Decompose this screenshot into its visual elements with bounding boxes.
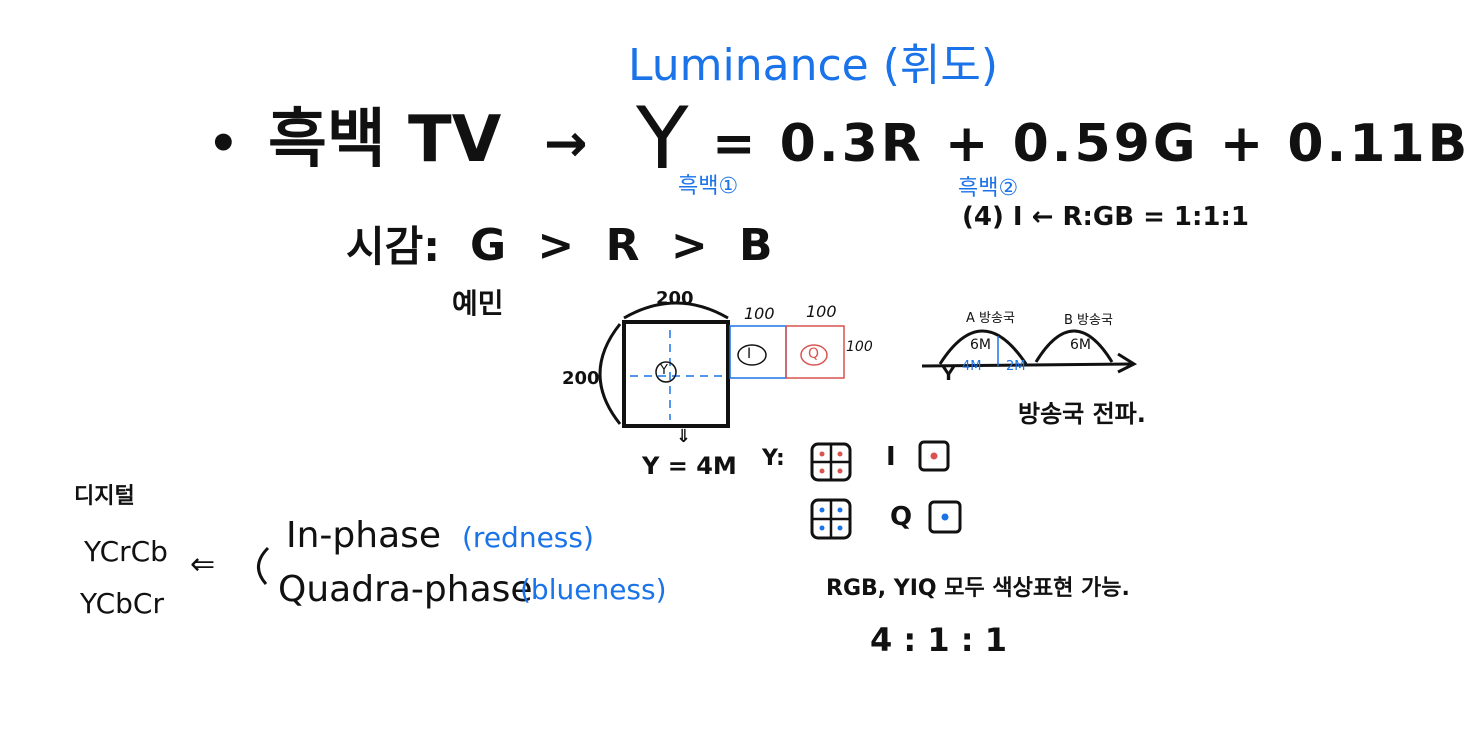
spectrum-arrowhead (1117, 352, 1138, 374)
dim-left: 200 (562, 368, 600, 389)
quadra-note: (blueness) (520, 573, 667, 606)
top-dimension-arc (623, 301, 729, 320)
diagram-drawing (257, 301, 1138, 585)
digital-label: 디지털 (74, 484, 135, 509)
bw-tv-label: 흑백 TV (268, 103, 502, 177)
frame-center-circle (655, 361, 677, 383)
luminance-label: Luminance (휘도) (628, 40, 998, 91)
y2-grid-dot (837, 525, 843, 531)
implies-arrow: ⇐ (190, 547, 216, 582)
ratio-line: (4) I ← R:GB = 1:1:1 (962, 202, 1250, 232)
note-bw1: 흑백① (678, 174, 739, 199)
inphase-note: (redness) (462, 521, 594, 554)
b-station-hump (1034, 329, 1114, 363)
i-box-circle (737, 344, 767, 366)
box-y-letter: Y (660, 363, 668, 378)
y2-grid-dot (819, 525, 825, 531)
left-dimension-arc (598, 323, 622, 425)
formula-rest: = 0.3R + 0.59G + 0.11B (712, 114, 1470, 174)
box-q-letter: Q (808, 346, 820, 362)
ycbcr-label: YCbCr (80, 587, 164, 620)
digital-brace (257, 546, 270, 585)
bullet-marker: • (208, 116, 239, 172)
a-station-label: A 방송국 (966, 311, 1015, 326)
y-band-label: 4M (962, 359, 982, 374)
dim-i-top: 100 (744, 304, 775, 323)
q-grid-dot (941, 513, 949, 521)
b-station-label: B 방송국 (1064, 313, 1113, 328)
a-station-hump (938, 329, 1028, 365)
result-y-4m: Y = 4M (642, 452, 737, 480)
sub-i-label: I (886, 442, 896, 472)
inphase-label: In-phase (286, 515, 442, 556)
q-box (785, 325, 845, 379)
c-band-label: 2M (1006, 359, 1026, 374)
y2-grid-dot (819, 507, 825, 513)
quadra-label: Quadra-phase (278, 569, 533, 610)
example-label: 예민 (452, 287, 504, 320)
y2-grid-dot (837, 507, 843, 513)
down-arrow: ⇓ (676, 426, 692, 447)
frame-square (622, 320, 730, 428)
broadcast-caption: 방송국 전파. (1018, 400, 1146, 428)
spectrum-axis (921, 362, 1133, 368)
y-grid-dot (837, 451, 843, 457)
footer-ratio: 4 : 1 : 1 (870, 621, 1007, 659)
y-mark: Y (942, 364, 956, 385)
arrow-right: → (544, 114, 588, 174)
vision-label: 시감: (346, 222, 441, 271)
ycrcb-label: YCrCb (84, 535, 168, 568)
footer-note: RGB, YIQ 모두 색상표현 가능. (826, 576, 1130, 601)
y-grid-dot (837, 468, 843, 474)
box-i-letter: I (747, 346, 752, 362)
sub-q-label: Q (890, 502, 913, 532)
formula-y: Y (636, 89, 689, 189)
y-grid-dot (819, 451, 825, 457)
y-grid-dot (819, 468, 825, 474)
sub-y-label: Y: (762, 446, 785, 471)
i-grid-box (918, 440, 950, 472)
dim-q-top: 100 (806, 302, 837, 321)
q-box-circle (800, 344, 828, 366)
dim-top: 200 (656, 288, 694, 309)
b-station-bw: 6M (1070, 337, 1091, 353)
q-grid-box (928, 500, 962, 534)
a-station-bw: 6M (970, 337, 991, 353)
dim-right: 100 (846, 339, 873, 355)
note-bw2: 흑백② (958, 176, 1019, 201)
i-grid-dot (930, 452, 938, 460)
vision-order: G > R > B (470, 220, 781, 271)
